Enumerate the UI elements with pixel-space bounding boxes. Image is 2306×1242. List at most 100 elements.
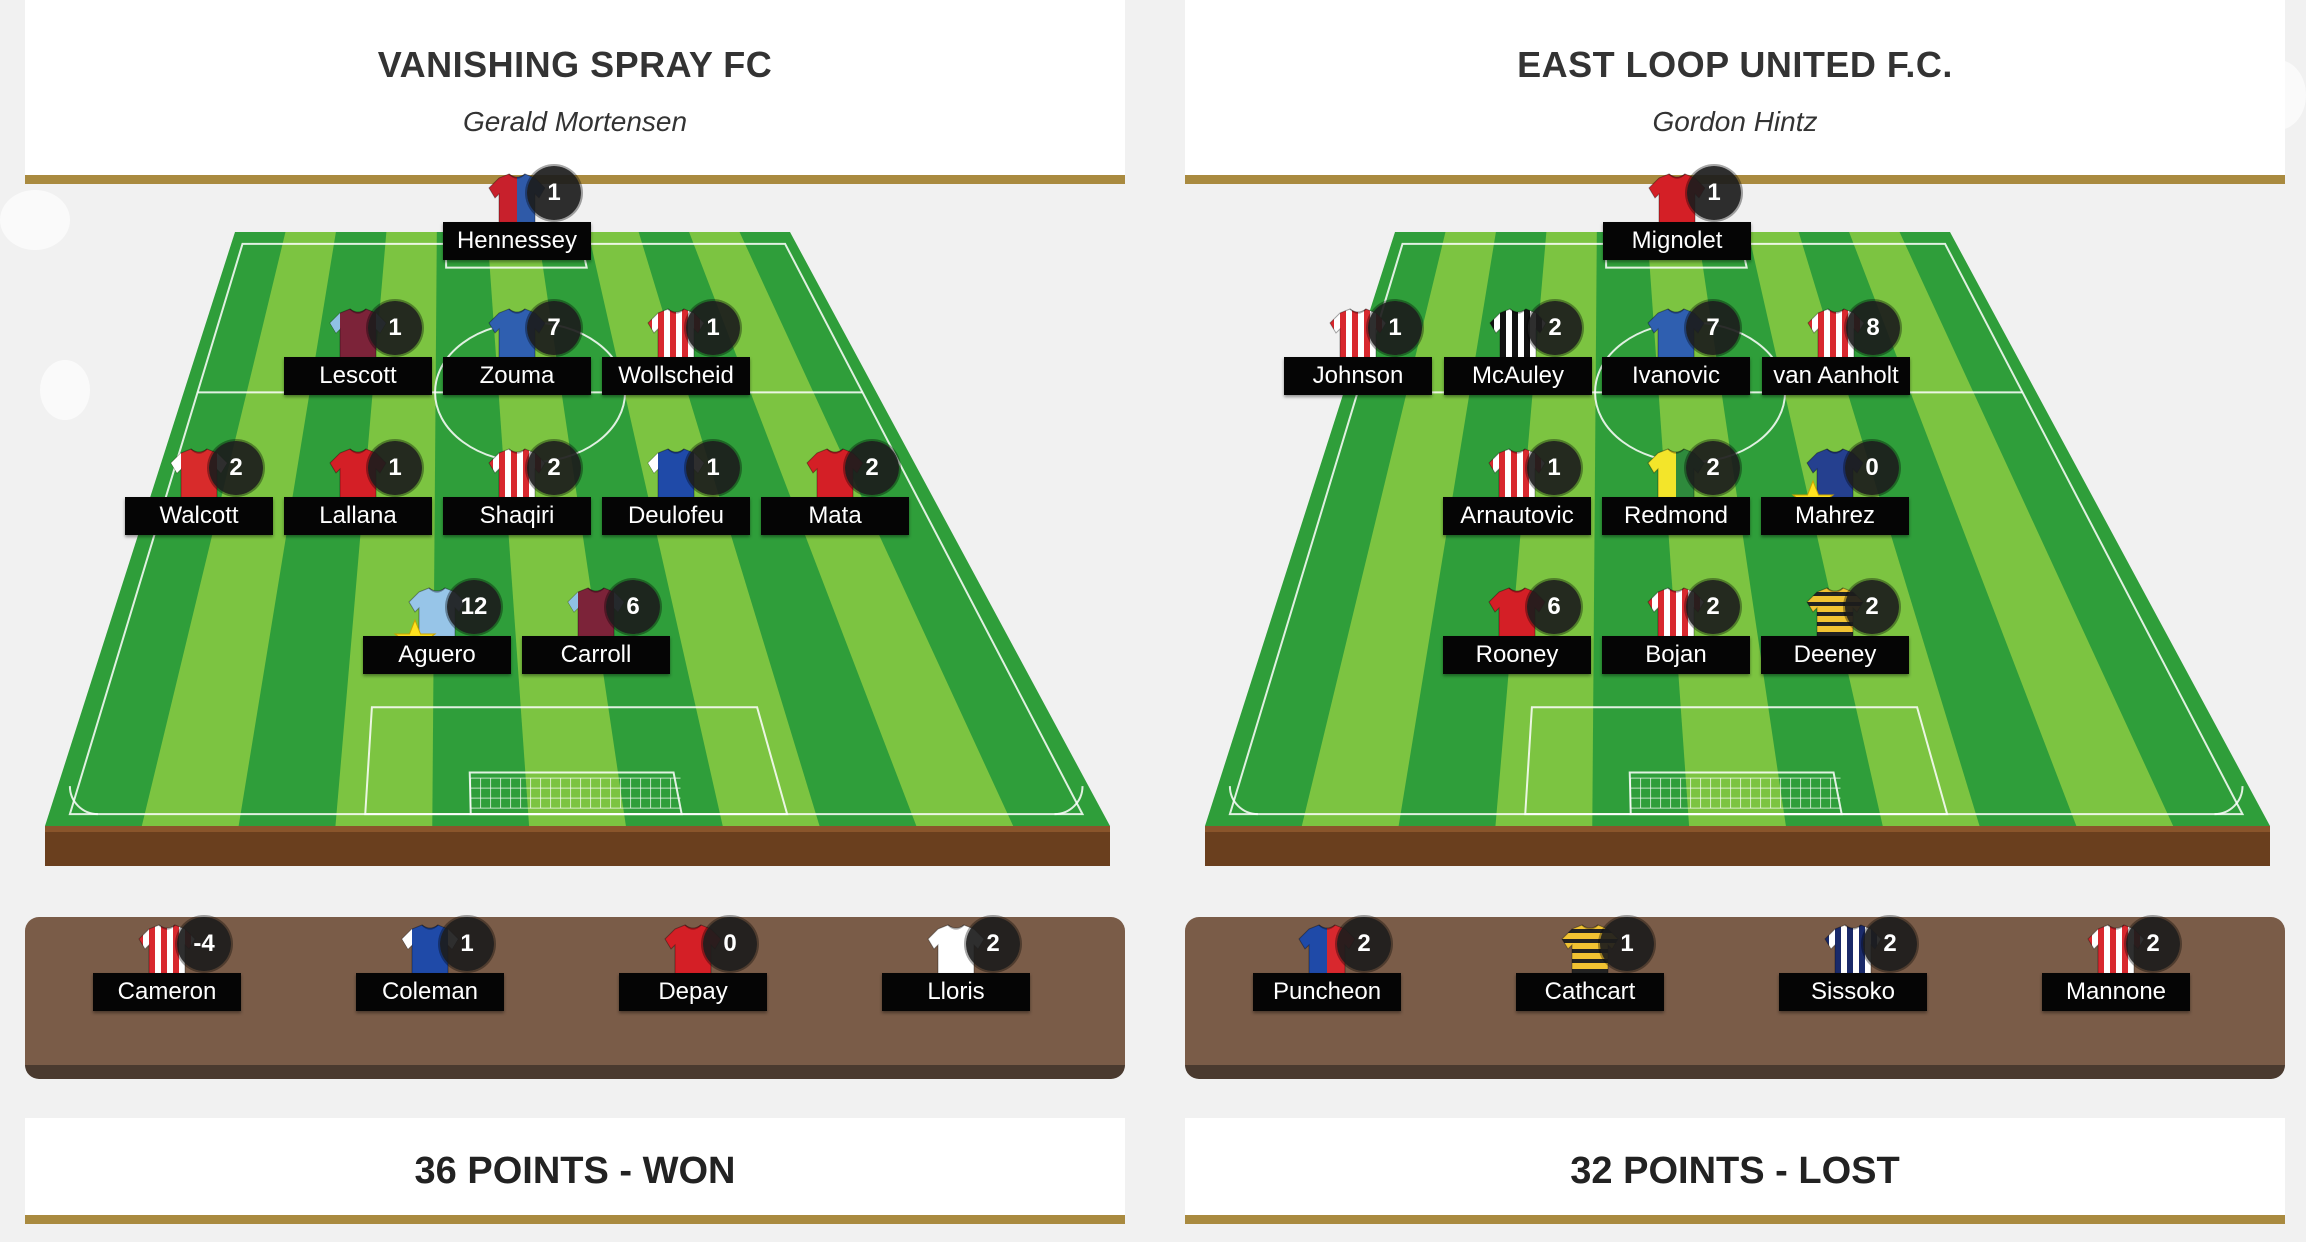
team-name: VANISHING SPRAY FC [377, 44, 773, 85]
player-name: Zouma [443, 357, 591, 395]
points-badge: 2 [1686, 441, 1740, 495]
points-badge: 2 [1337, 917, 1391, 971]
player-name: Bojan [1602, 636, 1750, 674]
player-name: Hennessey [443, 222, 591, 260]
points-badge: 6 [1527, 580, 1581, 634]
points-badge: 2 [527, 441, 581, 495]
points-badge: 2 [2126, 917, 2180, 971]
points-badge: 7 [1686, 301, 1740, 355]
points-badge: -4 [177, 917, 231, 971]
points-badge: 7 [527, 301, 581, 355]
manager-name: Gerald Mortensen [462, 106, 688, 137]
points-badge: 1 [686, 301, 740, 355]
points-badge: 0 [703, 917, 757, 971]
team-header: EAST LOOP UNITED F.C. Gordon Hintz [1185, 0, 2285, 184]
points-badge: 6 [606, 580, 660, 634]
points-badge: 1 [527, 166, 581, 220]
player-name: Redmond [1602, 497, 1750, 535]
background-splash [40, 360, 90, 420]
player-name: Johnson [1284, 357, 1432, 395]
points-badge: 12 [447, 580, 501, 634]
points-badge: 2 [1863, 917, 1917, 971]
player-name: Arnautovic [1443, 497, 1591, 535]
player-name: Depay [619, 973, 767, 1011]
player-name: McAuley [1444, 357, 1592, 395]
points-badge: 1 [368, 441, 422, 495]
points-badge: 0 [1845, 441, 1899, 495]
player-name: Mahrez [1761, 497, 1909, 535]
player-name: Cathcart [1516, 973, 1664, 1011]
team-header: VANISHING SPRAY FC Gerald Mortensen [25, 0, 1125, 184]
player-name: Walcott [125, 497, 273, 535]
player-name: Wollscheid [602, 357, 750, 395]
result-bar: 32 POINTS - LOST [1185, 1118, 2285, 1224]
player-name: Ivanovic [1602, 357, 1750, 395]
points-badge: 1 [1527, 441, 1581, 495]
player-name: Deulofeu [602, 497, 750, 535]
points-badge: 2 [209, 441, 263, 495]
player-name: Mignolet [1603, 222, 1751, 260]
player-name: Sissoko [1779, 973, 1927, 1011]
player-name: Coleman [356, 973, 504, 1011]
player-name: Lallana [284, 497, 432, 535]
background-splash [0, 190, 70, 250]
points-badge: 1 [440, 917, 494, 971]
manager-name: Gordon Hintz [1652, 106, 1818, 137]
points-badge: 1 [1687, 166, 1741, 220]
points-badge: 2 [1686, 580, 1740, 634]
result-text: 36 POINTS - WON [414, 1150, 736, 1192]
points-badge: 2 [1528, 301, 1582, 355]
player-name: Carroll [522, 636, 670, 674]
points-badge: 1 [1600, 917, 1654, 971]
player-name: van Aanholt [1762, 357, 1910, 395]
result-text: 32 POINTS - LOST [1570, 1150, 1900, 1192]
points-badge: 1 [686, 441, 740, 495]
player-name: Lescott [284, 357, 432, 395]
player-name: Mannone [2042, 973, 2190, 1011]
points-badge: 8 [1846, 301, 1900, 355]
team-name: EAST LOOP UNITED F.C. [1517, 44, 1953, 85]
points-badge: 2 [845, 441, 899, 495]
points-badge: 1 [1368, 301, 1422, 355]
player-name: Shaqiri [443, 497, 591, 535]
points-badge: 2 [1845, 580, 1899, 634]
player-name: Aguero [363, 636, 511, 674]
points-badge: 1 [368, 301, 422, 355]
player-name: Puncheon [1253, 973, 1401, 1011]
player-name: Mata [761, 497, 909, 535]
